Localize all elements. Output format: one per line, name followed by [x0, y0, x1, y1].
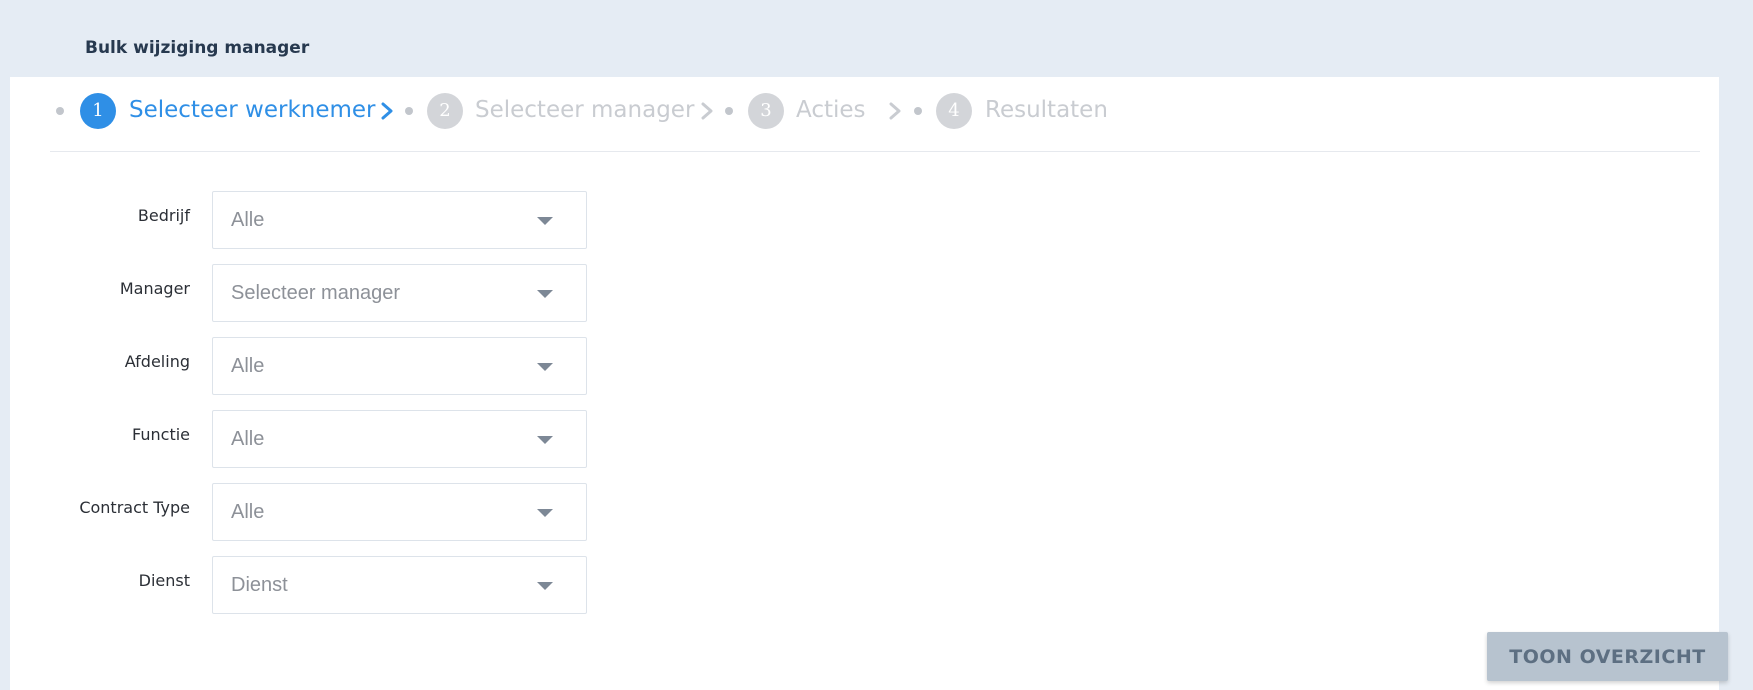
page-title: Bulk wijziging manager: [85, 38, 310, 58]
caret-down-icon: [537, 363, 553, 371]
step-2-number[interactable]: 2: [427, 93, 463, 129]
stepper: 1 Selecteer werknemer 2 Selecteer manage…: [50, 77, 1700, 152]
caret-down-icon: [537, 582, 553, 590]
step-dot: [725, 107, 733, 115]
select-value: Alle: [231, 501, 265, 523]
field-label: Contract Type: [79, 498, 190, 517]
manager-select[interactable]: Selecteer manager: [212, 264, 587, 322]
caret-down-icon: [537, 290, 553, 298]
step-3-label[interactable]: Acties: [796, 97, 866, 123]
bedrijf-select[interactable]: Alle: [212, 191, 587, 249]
caret-down-icon: [537, 509, 553, 517]
chevron-right-icon: [889, 102, 901, 120]
chevron-right-icon: [381, 102, 393, 120]
chevron-right-icon: [701, 102, 713, 120]
functie-select[interactable]: Alle: [212, 410, 587, 468]
step-3-number[interactable]: 3: [748, 93, 784, 129]
step-dot: [56, 107, 64, 115]
dienst-select[interactable]: Dienst: [212, 556, 587, 614]
field-label: Bedrijf: [137, 206, 190, 225]
step-1-number[interactable]: 1: [80, 93, 116, 129]
form-row-contract-type: Contract Type Alle: [10, 483, 610, 541]
show-overview-button[interactable]: TOON OVERZICHT: [1487, 632, 1728, 681]
field-label: Dienst: [138, 571, 190, 590]
select-value: Alle: [231, 209, 265, 231]
step-2-label[interactable]: Selecteer manager: [475, 97, 695, 123]
contract-type-select[interactable]: Alle: [212, 483, 587, 541]
form-row-afdeling: Afdeling Alle: [10, 337, 610, 395]
step-4-number[interactable]: 4: [936, 93, 972, 129]
select-value: Dienst: [231, 574, 288, 596]
afdeling-select[interactable]: Alle: [212, 337, 587, 395]
wizard-card: 1 Selecteer werknemer 2 Selecteer manage…: [10, 77, 1719, 690]
select-value: Alle: [231, 428, 265, 450]
step-dot: [914, 107, 922, 115]
field-label: Afdeling: [124, 352, 190, 371]
form-row-bedrijf: Bedrijf Alle: [10, 191, 610, 249]
select-value: Alle: [231, 355, 265, 377]
field-label: Manager: [119, 279, 190, 298]
caret-down-icon: [537, 217, 553, 225]
caret-down-icon: [537, 436, 553, 444]
form-row-functie: Functie Alle: [10, 410, 610, 468]
field-label: Functie: [132, 425, 190, 444]
step-4-label[interactable]: Resultaten: [985, 97, 1108, 123]
right-scroll-gutter: [1719, 0, 1753, 690]
step-1-label[interactable]: Selecteer werknemer: [129, 97, 376, 123]
select-value: Selecteer manager: [231, 282, 400, 304]
form-row-manager: Manager Selecteer manager: [10, 264, 610, 322]
step-dot: [405, 107, 413, 115]
form-row-dienst: Dienst Dienst: [10, 556, 610, 614]
